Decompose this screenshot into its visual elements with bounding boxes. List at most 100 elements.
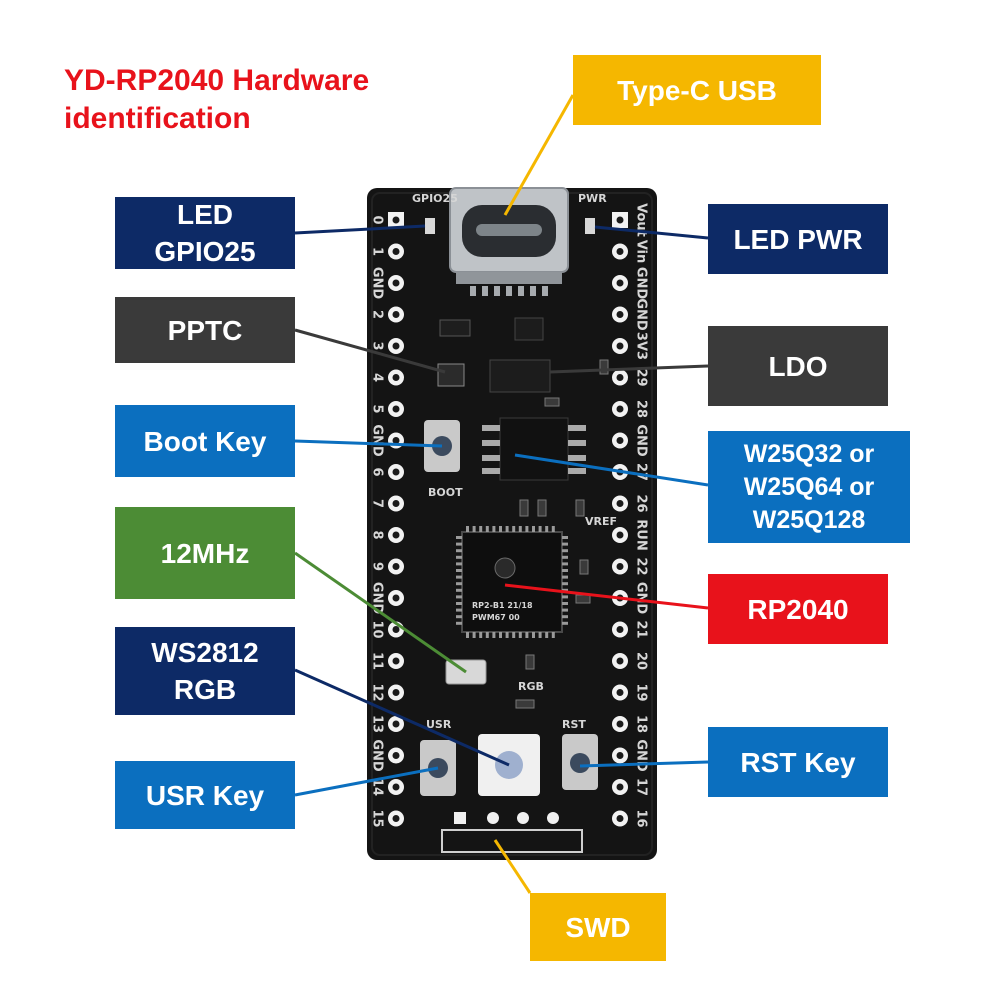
right-pin-label: 16 [634, 809, 649, 827]
swd-header [441, 812, 583, 853]
label-pptc-text: PPTC [167, 314, 243, 346]
chip-pin [562, 555, 568, 559]
line-swd [493, 839, 532, 894]
right-pin-hole [616, 657, 624, 665]
chip-pin [456, 555, 462, 559]
left-pin-label: 15 [370, 809, 385, 827]
silk-rst: RST [562, 718, 586, 731]
chip-marking-1: RP2-B1 21/18 [472, 601, 533, 610]
chip-pin [456, 562, 462, 566]
line-rp2040 [504, 583, 709, 610]
left-pin-label: 3 [370, 341, 385, 350]
chip-pin [492, 526, 496, 532]
label-led-gpio25: LED GPIO25 [115, 197, 295, 269]
chip-pin [505, 632, 509, 638]
label-rp2040: RP2040 [708, 574, 888, 644]
silk-gpio25: GPIO25 [412, 192, 458, 205]
left-pin-hole [392, 815, 400, 822]
left-pin-hole [392, 500, 400, 507]
right-pin-hole [616, 531, 624, 539]
right-pin-hole [616, 500, 624, 507]
left-pin-hole [392, 531, 400, 539]
label-ws2812-line1: WS2812 [151, 637, 259, 668]
chip-pin [518, 526, 522, 532]
left-pin-label: 4 [370, 373, 385, 382]
right-pin-hole [616, 437, 624, 444]
left-pin-hole [392, 248, 400, 255]
left-pin-hole [392, 342, 400, 350]
label-led-gpio25-line1: LED [177, 199, 233, 230]
chip-pin [499, 526, 502, 532]
left-pin-hole [392, 626, 400, 633]
right-pin-label: Vin [634, 240, 649, 264]
left-pin-hole [392, 594, 400, 602]
right-pin-hole [616, 279, 624, 287]
chip-pin [456, 582, 462, 586]
right-pin-label: 21 [634, 620, 649, 638]
right-pin-hole [616, 342, 624, 350]
left-pin-label: 10 [370, 620, 385, 638]
right-pin-label: GND [634, 267, 649, 300]
label-flash-line2: W25Q64 or [743, 472, 875, 501]
left-pin-hole [392, 311, 400, 318]
right-pin-label: 19 [634, 683, 649, 701]
chip-pin [479, 526, 483, 532]
left-pin-hole [392, 783, 400, 791]
right-pin-hole [616, 689, 624, 696]
right-pin-hole [616, 783, 624, 791]
label-type-c-usb-text: Type-C USB [617, 74, 777, 106]
mosfet [514, 317, 544, 341]
chip-pin [551, 632, 555, 638]
chip-pin [538, 632, 542, 638]
left-pin-label: GND [370, 424, 385, 457]
line-boot-key [294, 439, 443, 448]
label-12mhz-text: 12MHz [160, 537, 250, 569]
left-pin-label: 9 [370, 562, 385, 571]
label-flash-line1: W25Q32 or [743, 439, 875, 468]
left-pin-label: 14 [370, 778, 385, 796]
left-pin-hole [392, 468, 400, 476]
title-line-1: YD-RP2040 Hardware [64, 64, 370, 97]
line-led-gpio25 [294, 224, 426, 235]
left-pin-label: 13 [370, 715, 385, 733]
chip-pin [456, 621, 462, 625]
chip-pin [479, 632, 483, 638]
label-flash-line3: W25Q128 [752, 505, 866, 534]
chip-pin [492, 632, 496, 638]
label-12mhz: 12MHz [115, 507, 295, 599]
left-pin-label: 0 [370, 215, 385, 224]
usb-solder-pads [470, 286, 548, 296]
label-usr-key-text: USR Key [145, 779, 265, 811]
label-led-pwr: LED PWR [708, 204, 888, 274]
chip-pin [456, 602, 462, 605]
label-type-c-usb: Type-C USB [573, 55, 821, 125]
right-pin-hole [616, 374, 624, 381]
chip-pin [518, 632, 522, 638]
flash-chip [482, 417, 586, 481]
silk-pwr: PWR [578, 192, 607, 205]
chip-pin [512, 526, 516, 532]
line-usr-key [294, 766, 439, 797]
left-pin-label: 2 [370, 310, 385, 319]
chip-marking-2: PWM67 00 [472, 613, 520, 622]
led-pwr [585, 218, 595, 234]
label-led-pwr-text: LED PWR [733, 223, 863, 255]
left-pin-hole [392, 752, 400, 759]
chip-pin [562, 608, 568, 612]
chip-pin [562, 582, 568, 586]
chip-pin [532, 526, 535, 532]
pcb-body [367, 188, 657, 860]
chip-pin [562, 602, 568, 605]
label-rp2040-text: RP2040 [747, 593, 849, 625]
left-pin-hole [392, 563, 400, 570]
left-pin-hole [392, 689, 400, 696]
line-ldo [549, 364, 709, 374]
line-pptc [294, 328, 446, 374]
chip-pin [505, 526, 509, 532]
diagram-title: YD-RP2040 Hardware identification [64, 62, 369, 138]
chip-pin [456, 615, 462, 619]
line-flash [514, 453, 709, 487]
left-pin-hole [392, 374, 400, 381]
left-pin-label: GND [370, 739, 385, 772]
chip-pin [525, 632, 529, 638]
